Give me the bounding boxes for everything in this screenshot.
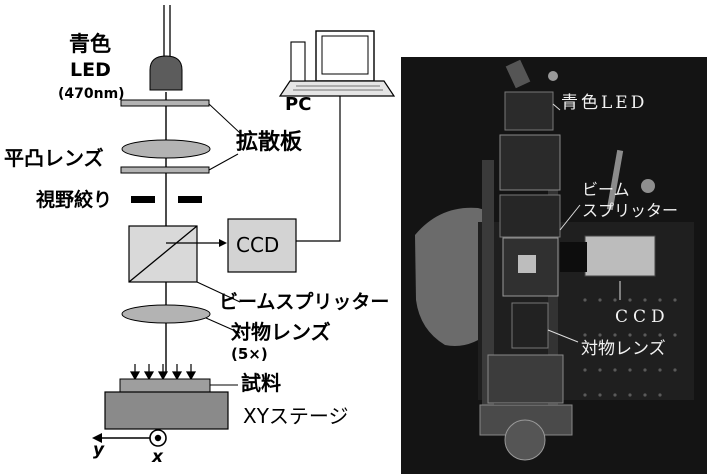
diffuser-leader-top [209,104,240,133]
photo-led-label: 青色LED [561,95,647,112]
plano-convex-label: 平凸レンズ [4,148,104,168]
led-label-line1: 青色 [69,34,111,55]
axis-x-label: x [152,449,163,466]
ccd-path-arrowhead [219,239,227,247]
axis-x-dot [155,435,161,441]
led-label-line2: LED [70,61,111,80]
pc-icon [280,31,394,96]
objective-label: 対物レンズ [231,322,331,342]
illumination-arrows [131,364,195,379]
photo-objective-label: 対物レンズ [581,341,666,358]
axis-y-label: y [93,442,104,459]
pc-label: PC [285,96,311,114]
diffuser-plate-top [121,100,209,106]
photo-beam-splitter-label-line2: スプリッター [582,203,678,219]
led-wavelength: (470nm) [58,87,125,101]
xy-stage [105,392,228,429]
field-stop-left [131,196,155,203]
diffuser-plate-bottom [121,167,209,173]
sample-block [120,379,210,392]
diffuser-leader-bottom [209,154,238,170]
diffuser-label: 拡散板 [236,132,302,154]
setup-photo [401,57,707,474]
sample-label: 試料 [241,373,281,393]
field-stop-right [178,196,202,203]
objective-lens [122,305,210,323]
photo-ccd-label: CCD [615,309,670,326]
led-icon [150,56,182,90]
photo-beam-splitter-label-line1: ビーム [582,182,630,198]
stage-label: XYステージ [243,406,349,426]
field-stop-label: 視野絞り [36,191,112,210]
beam-splitter-label: ビームスプリッター [219,293,389,312]
ccd-label: CCD [236,235,279,255]
ccd-pc-cable [296,96,340,241]
objective-magnification: (5×) [231,347,268,362]
plano-convex-lens [122,140,210,158]
